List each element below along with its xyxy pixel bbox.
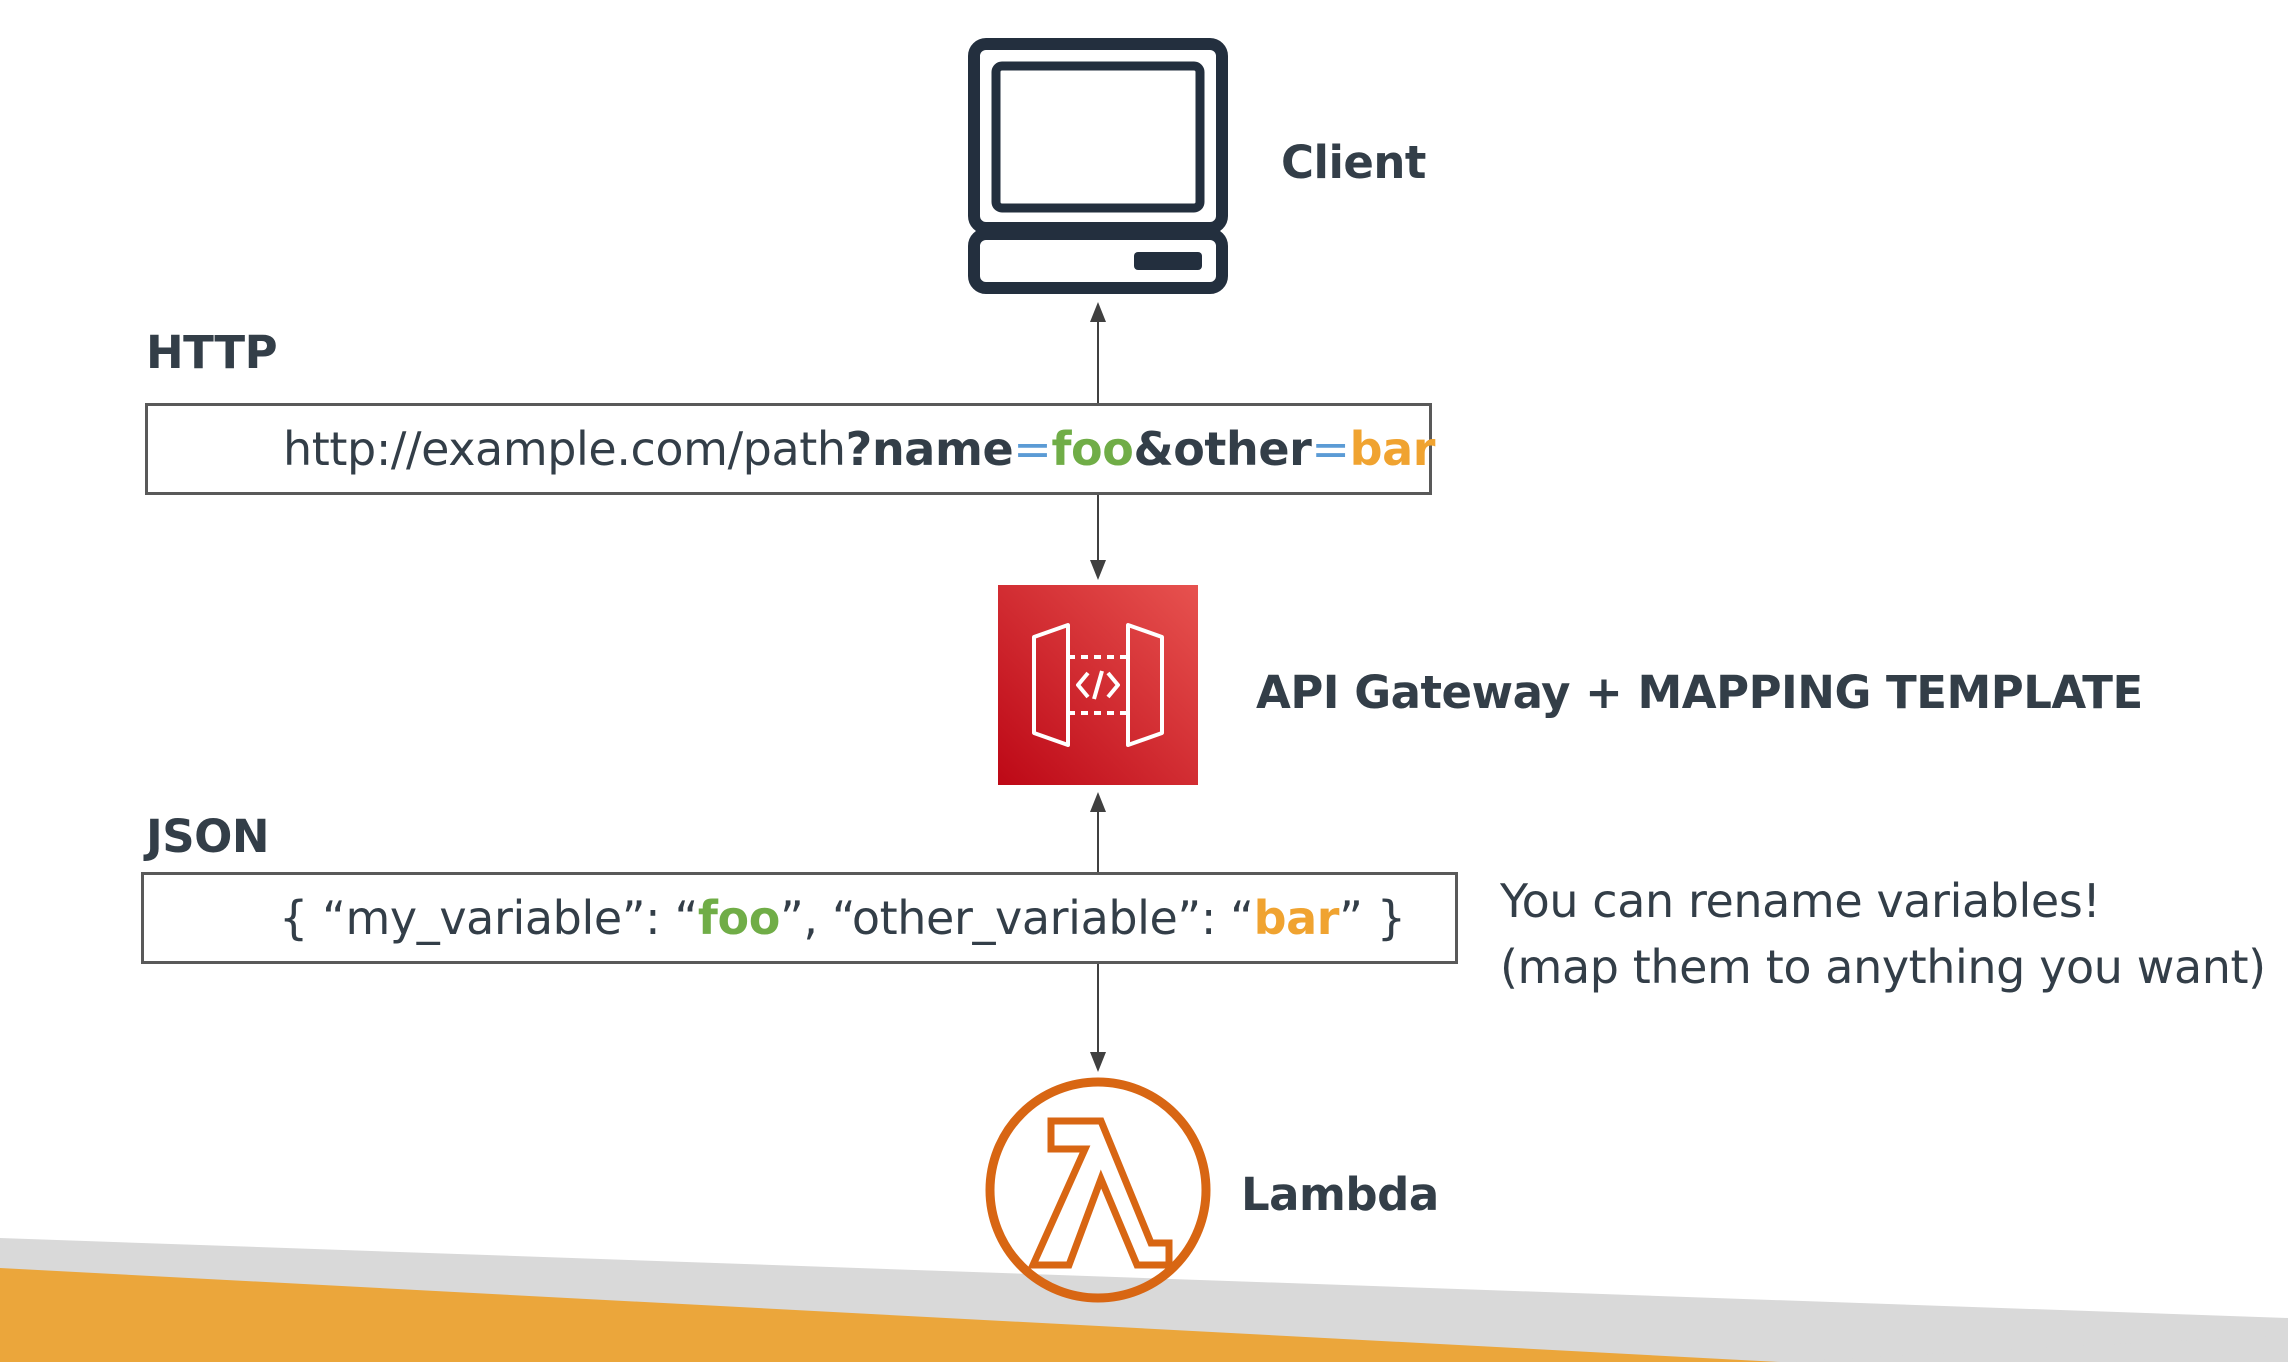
client-label: Client <box>1281 136 1426 189</box>
json-part-2: ”, “other_variable”: “ <box>779 891 1254 945</box>
rename-note-line-1: You can rename variables! <box>1500 874 2101 928</box>
url-key-name: name <box>871 422 1014 476</box>
arrowhead-client <box>1090 302 1106 322</box>
arrowhead-apigw-up <box>1090 792 1106 812</box>
url-value-foo: foo <box>1051 422 1134 476</box>
json-payload-box: { “my_variable”: “foo”, “other_variable”… <box>141 872 1458 964</box>
api-gateway-label: API Gateway + MAPPING TEMPLATE <box>1256 666 2143 719</box>
rename-note-line-2: (map them to anything you want) <box>1500 940 2266 994</box>
lambda-icon <box>985 1077 1211 1303</box>
client-computer-icon <box>968 38 1228 294</box>
url-equals-1: = <box>1013 422 1052 476</box>
http-url-box: http://example.com/path?name=foo&other=b… <box>145 403 1436 495</box>
json-heading: JSON <box>146 810 270 863</box>
json-value-foo: foo <box>697 891 780 945</box>
url-equals-2: = <box>1311 422 1350 476</box>
lambda-label: Lambda <box>1241 1168 1439 1221</box>
url-ampersand: & <box>1133 422 1174 476</box>
url-value-bar: bar <box>1349 422 1436 476</box>
api-gateway-icon <box>998 585 1198 785</box>
url-base: http://example.com/path <box>283 422 846 476</box>
http-heading: HTTP <box>146 326 278 379</box>
footer-orange-band <box>0 1268 1780 1362</box>
footer-grey-corner <box>1780 1335 2288 1362</box>
arrowhead-apigw-down <box>1090 560 1106 580</box>
url-question-mark: ? <box>845 422 873 476</box>
json-part-3: ” } <box>1339 891 1406 945</box>
json-value-bar: bar <box>1253 891 1340 945</box>
rename-note: You can rename variables! (map them to a… <box>1500 868 2266 1000</box>
json-part-1: { “my_variable”: “ <box>279 891 698 945</box>
arrowhead-lambda <box>1090 1052 1106 1072</box>
url-key-other: other <box>1173 422 1312 476</box>
